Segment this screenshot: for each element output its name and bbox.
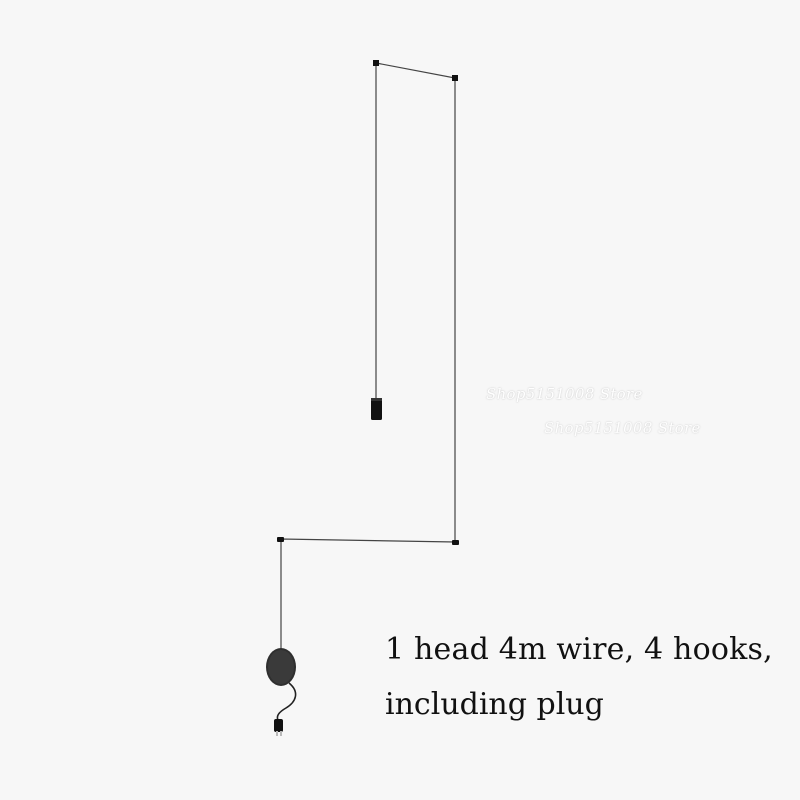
plug-cord: [276, 682, 297, 721]
store-watermark: Shop5151008 Store: [544, 419, 701, 437]
wall-plate-icon: [266, 648, 296, 686]
pendant-lamp-icon: [371, 398, 382, 420]
ceiling-hook-icon: [452, 75, 458, 81]
ceiling-hook-icon: [277, 537, 284, 542]
ceiling-hook-icon: [373, 60, 379, 66]
store-watermark: Shop5151008 Store: [486, 385, 643, 403]
wire: [280, 62, 456, 655]
plug-icon: [274, 719, 283, 736]
ceiling-hook-icon: [452, 540, 459, 545]
caption-line: including plug: [385, 687, 604, 722]
caption-line: 1 head 4m wire, 4 hooks,: [385, 632, 773, 667]
